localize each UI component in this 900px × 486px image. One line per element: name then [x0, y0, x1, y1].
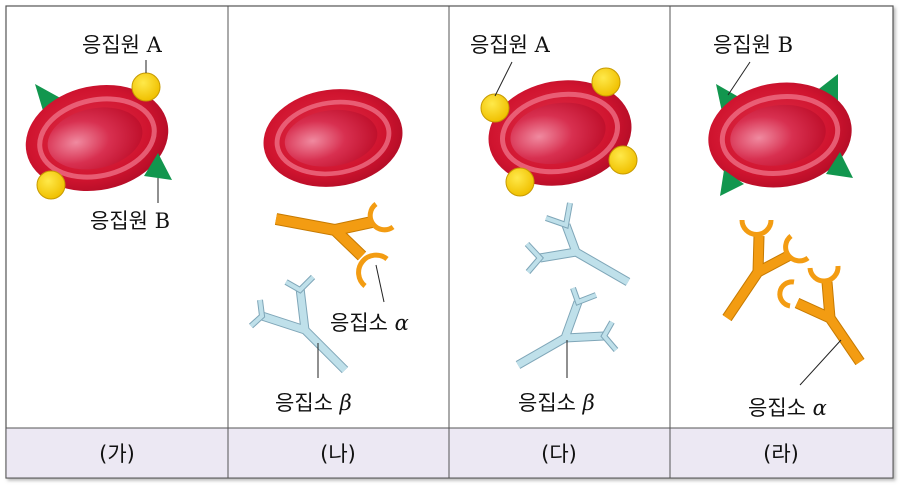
panel-ra: 응집원 B 응집소 α (라) [701, 33, 865, 466]
antibody-beta-icon [524, 202, 631, 286]
antigen-a-icon [131, 72, 161, 102]
label-antigen-b: 응집원 B [713, 33, 793, 57]
antibody-alpha-icon [777, 265, 865, 366]
antigen-a-icon [36, 170, 66, 200]
label-antigen-b: 응집원 B [90, 209, 170, 233]
antigen-a-icon [591, 67, 621, 97]
antigen-a-icon [505, 167, 535, 197]
panel-da: 응집원 A 응집소 β (다) [470, 33, 640, 466]
antigen-b-icon [826, 152, 853, 178]
antigen-b-icon [815, 74, 838, 102]
label-antibody-beta: 응집소 β [275, 391, 352, 415]
panel-label-da: (다) [541, 442, 577, 466]
antibody-beta-icon [515, 286, 619, 369]
label-antigen-a: 응집원 A [82, 33, 163, 57]
antigen-a-icon [608, 145, 638, 175]
antigen-b-icon [144, 153, 172, 180]
antibody-beta-icon [248, 274, 349, 374]
panel-na: 응집소 α 응집소 β (나) [248, 80, 409, 466]
label-antibody-alpha: 응집소 α [748, 396, 827, 420]
antibody-alpha-icon [274, 201, 395, 288]
antigen-b-icon [720, 170, 744, 196]
panel-ga: 응집원 A 응집원 B (가) [16, 33, 178, 466]
antibody-alpha-icon [722, 219, 810, 322]
antigen-b-icon [716, 84, 744, 112]
antigen-b-icon [35, 84, 64, 114]
antigen-a-icon [480, 93, 510, 123]
label-antibody-beta: 응집소 β [518, 391, 595, 415]
label-antibody-alpha: 응집소 α [330, 311, 409, 335]
panel-label-ga: (가) [99, 442, 135, 466]
panel-label-na: (나) [320, 442, 356, 466]
label-antigen-a: 응집원 A [470, 33, 551, 57]
panel-label-ra: (라) [763, 442, 799, 466]
